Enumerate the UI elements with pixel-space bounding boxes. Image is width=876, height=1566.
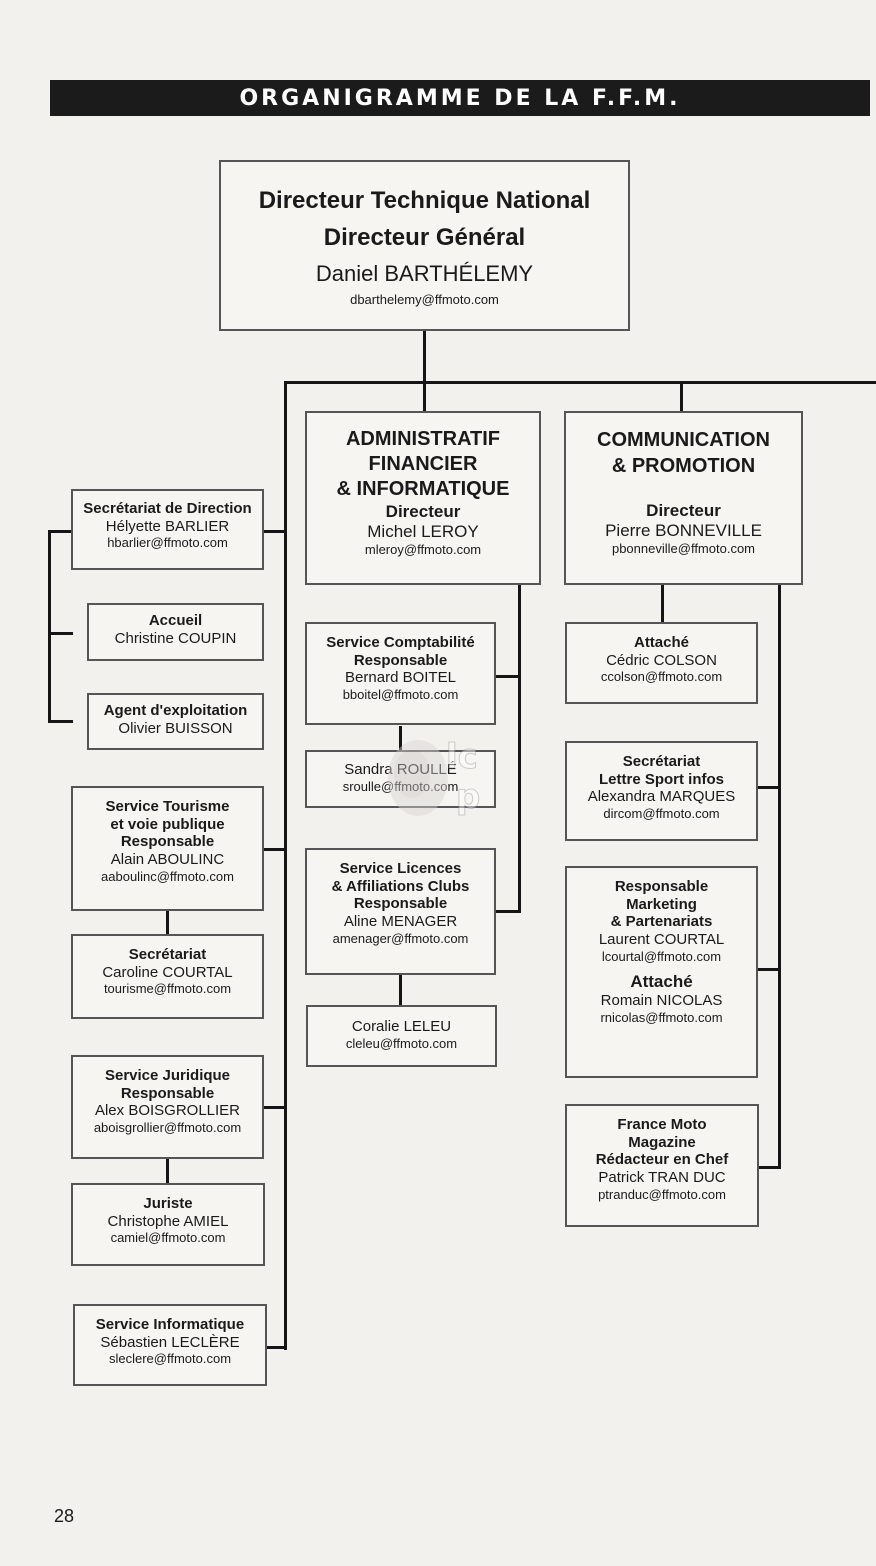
roulle-name: Sandra ROULLÉ — [344, 761, 457, 778]
marketing-title-2: Marketing — [626, 895, 697, 913]
tourisme-role: Responsable — [120, 833, 215, 851]
sec-direction-email: hbarlier@ffmoto.com — [107, 535, 228, 551]
informatique-email: sleclere@ffmoto.com — [108, 1351, 232, 1367]
tourisme-box: Service Tourisme et voie publique Respon… — [71, 786, 264, 911]
informatique-title: Service Informatique — [95, 1316, 245, 1333]
admin-title-2: FINANCIER — [368, 453, 478, 475]
accueil-title: Accueil — [148, 612, 203, 629]
juriste-title: Juriste — [143, 1195, 193, 1212]
juriste-email: camiel@ffmoto.com — [110, 1230, 226, 1246]
svg-text:lc: lc — [446, 737, 478, 777]
admin-role: Directeur — [385, 502, 461, 521]
magazine-title-1: France Moto — [617, 1116, 707, 1133]
licences-title-2: & Affiliations Clubs — [331, 877, 470, 895]
juridique-role: Responsable — [120, 1084, 215, 1102]
licences-email: amenager@ffmoto.com — [332, 930, 469, 946]
sec-tourisme-box: Secrétariat Caroline COURTAL tourisme@ff… — [71, 934, 264, 1019]
page-title-banner: ORGANIGRAMME DE LA F.F.M. — [50, 80, 870, 116]
attache-title: Attaché — [633, 634, 689, 651]
top-director-box: Directeur Technique National Directeur G… — [219, 160, 630, 331]
page-number: 28 — [54, 1506, 75, 1526]
comm-title-1: COMMUNICATION — [597, 429, 770, 451]
compta-email: bboitel@ffmoto.com — [342, 687, 459, 703]
leleu-box: Coralie LELEU cleleu@ffmoto.com — [306, 1005, 497, 1067]
page-title: ORGANIGRAMME DE LA F.F.M. — [239, 85, 681, 111]
comm-title-2: & PROMOTION — [611, 455, 756, 477]
tourisme-title-1: Service Tourisme — [105, 798, 230, 815]
juridique-box: Service Juridique Responsable Alex BOISG… — [71, 1055, 264, 1159]
top-role-2: Directeur Général — [323, 224, 526, 252]
attache-email: ccolson@ffmoto.com — [600, 669, 723, 685]
magazine-role: Rédacteur en Chef — [595, 1151, 729, 1169]
marketing-role-2: Attaché — [630, 972, 693, 992]
sec-tourisme-email: tourisme@ffmoto.com — [103, 981, 232, 997]
admin-name: Michel LEROY — [367, 522, 479, 542]
juridique-title: Service Juridique — [104, 1067, 231, 1084]
tourisme-title-2: et voie publique — [110, 815, 225, 833]
marketing-email: lcourtal@ffmoto.com — [601, 948, 722, 964]
marketing-title-3: & Partenariats — [610, 913, 713, 931]
accueil-name: Christine COUPIN — [114, 629, 237, 647]
top-name: Daniel BARTHÉLEMY — [315, 261, 534, 287]
secretariat-comm-box: Secrétariat Lettre Sport infos Alexandra… — [565, 741, 758, 841]
licences-box: Service Licences & Affiliations Clubs Re… — [305, 848, 496, 975]
watermark-logo-icon: lc p — [388, 737, 481, 818]
top-role-1: Directeur Technique National — [258, 187, 591, 214]
agent-name: Olivier BUISSON — [118, 719, 233, 737]
magazine-email: ptranduc@ffmoto.com — [598, 1186, 726, 1202]
leleu-email: cleleu@ffmoto.com — [345, 1035, 458, 1051]
roulle-email: sroulle@ffmoto.com — [307, 779, 494, 794]
juriste-name: Christophe AMIEL — [107, 1212, 229, 1230]
attache-box: Attaché Cédric COLSON ccolson@ffmoto.com — [565, 622, 758, 704]
admin-title-1: ADMINISTRATIF — [345, 428, 501, 450]
secretariat-comm-name: Alexandra MARQUES — [587, 788, 736, 806]
marketing-name: Laurent COURTAL — [598, 931, 725, 949]
sec-tourisme-name: Caroline COURTAL — [102, 963, 233, 981]
licences-role: Responsable — [353, 895, 448, 913]
licences-name: Aline MENAGER — [343, 913, 458, 931]
comm-email: pbonneville@ffmoto.com — [611, 541, 756, 557]
svg-text:p: p — [456, 777, 480, 817]
admin-director-box: ADMINISTRATIF FINANCIER & INFORMATIQUE D… — [305, 411, 541, 585]
agent-box: Agent d'exploitation Olivier BUISSON — [87, 693, 264, 750]
sec-direction-box: Secrétariat de Direction Hélyette BARLIE… — [71, 489, 264, 570]
agent-title: Agent d'exploitation — [103, 702, 248, 719]
licences-title-1: Service Licences — [339, 860, 462, 877]
compta-name: Bernard BOITEL — [345, 669, 456, 687]
juriste-box: Juriste Christophe AMIEL camiel@ffmoto.c… — [71, 1183, 265, 1266]
juridique-email: aboisgrollier@ffmoto.com — [93, 1120, 242, 1136]
leleu-name: Coralie LELEU — [351, 1018, 452, 1035]
informatique-name: Sébastien LECLÈRE — [100, 1333, 240, 1351]
marketing-box: Responsable Marketing & Partenariats Lau… — [565, 866, 758, 1078]
secretariat-comm-title-1: Secrétariat — [622, 753, 701, 770]
informatique-box: Service Informatique Sébastien LECLÈRE s… — [73, 1304, 267, 1386]
sec-tourisme-title: Secrétariat — [128, 946, 207, 963]
comm-director-box: COMMUNICATION & PROMOTION Directeur Pier… — [564, 411, 803, 585]
comm-role: Directeur — [646, 501, 721, 520]
sec-direction-name: Hélyette BARLIER — [105, 517, 230, 535]
compta-role: Responsable — [353, 651, 448, 669]
marketing-email-2: rnicolas@ffmoto.com — [600, 1009, 723, 1025]
top-email: dbarthelemy@ffmoto.com — [350, 291, 499, 307]
marketing-title-1: Responsable — [614, 878, 709, 895]
secretariat-comm-title-2: Lettre Sport infos — [598, 770, 724, 788]
secretariat-comm-email: dircom@ffmoto.com — [603, 806, 720, 822]
magazine-box: France Moto Magazine Rédacteur en Chef P… — [565, 1104, 759, 1227]
marketing-name-2: Romain NICOLAS — [600, 992, 723, 1010]
accueil-box: Accueil Christine COUPIN — [87, 603, 264, 661]
comm-name: Pierre BONNEVILLE — [605, 521, 762, 541]
juridique-name: Alex BOISGROLLIER — [94, 1102, 241, 1120]
magazine-title-2: Magazine — [628, 1133, 696, 1151]
attache-name: Cédric COLSON — [606, 651, 717, 669]
sec-direction-title: Secrétariat de Direction — [83, 500, 252, 517]
compta-title: Service Comptabilité — [326, 634, 475, 651]
roulle-box: Sandra ROULLÉ sroulle@ffmoto.com — [305, 750, 496, 808]
magazine-name: Patrick TRAN DUC — [598, 1169, 726, 1187]
admin-email: mleroy@ffmoto.com — [364, 542, 482, 558]
tourisme-email: aaboulinc@ffmoto.com — [101, 868, 234, 884]
admin-title-3: & INFORMATIQUE — [336, 478, 510, 500]
tourisme-name: Alain ABOULINC — [110, 851, 225, 869]
compta-box: Service Comptabilité Responsable Bernard… — [305, 622, 496, 725]
